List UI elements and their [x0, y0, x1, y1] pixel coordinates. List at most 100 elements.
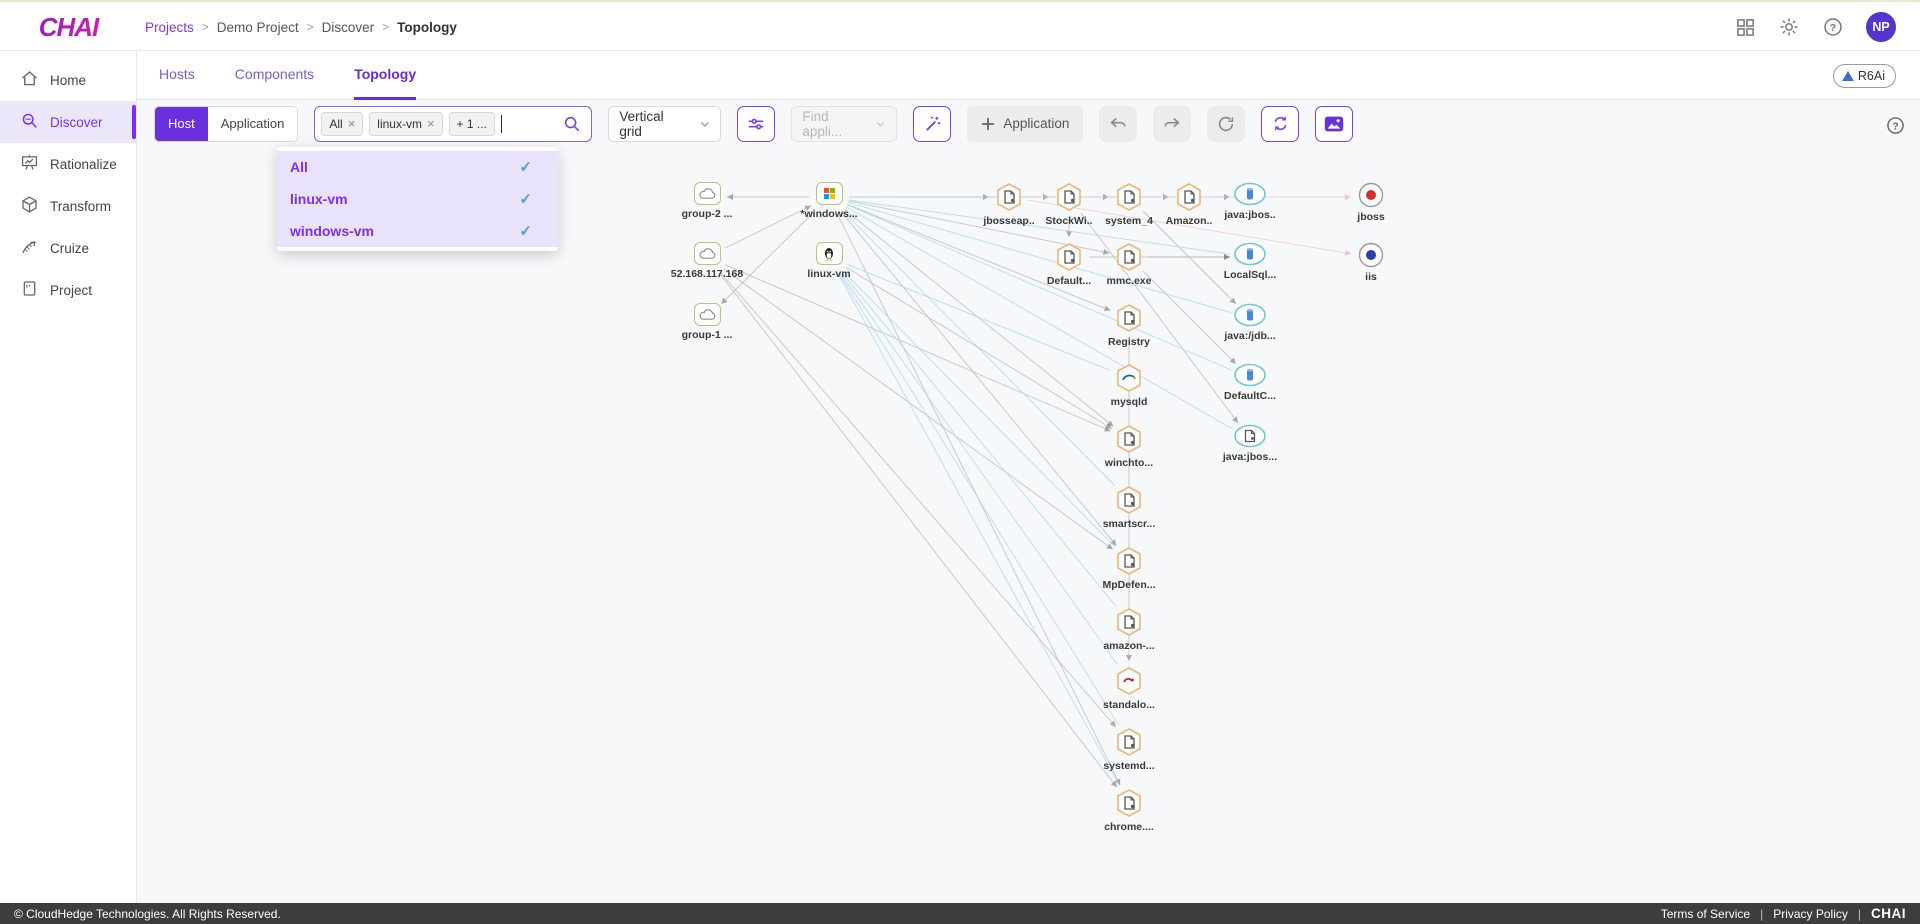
topology-node-mpdefen[interactable]: MpDefen...	[1081, 546, 1177, 591]
dropdown-option-all[interactable]: All✓	[277, 151, 558, 183]
topology-node-label: mmc.exe	[1106, 275, 1152, 287]
topology-node-javajdb[interactable]: java:/jdb...	[1202, 303, 1298, 342]
topology-node-label: mysqld	[1110, 396, 1148, 408]
topology-node-javajbos1[interactable]: java:jbos..	[1202, 182, 1298, 221]
topology-node-mmc[interactable]: mmc.exe	[1081, 242, 1177, 287]
host-mode-button[interactable]: Host	[155, 106, 208, 141]
topology-node-label: linux-vm	[807, 268, 851, 280]
topology-node-amazon2[interactable]: amazon-...	[1081, 607, 1177, 652]
dropdown-option-linux-vm[interactable]: linux-vm ✓	[277, 183, 558, 215]
topology-node-linuxvm[interactable]: linux-vm	[781, 242, 877, 280]
process-doc-icon	[1115, 303, 1143, 333]
footer: © CloudHedge Technologies. All Rights Re…	[0, 903, 1920, 924]
topology-node-system4[interactable]: system_4	[1081, 182, 1177, 227]
topology-node-label: 52.168.117.168	[670, 268, 744, 280]
tab-topology[interactable]: Topology	[354, 51, 417, 100]
topology-edge	[848, 202, 1231, 313]
datasource-cylinder-icon	[1233, 363, 1267, 387]
topology-node-iis[interactable]: iis	[1323, 242, 1419, 283]
topology-node-amazon1[interactable]: Amazon..	[1141, 182, 1237, 227]
sidebar-item-discover[interactable]: Discover	[0, 101, 136, 143]
topology-node-windows[interactable]: *windows...	[781, 182, 877, 220]
dropdown-option-label: linux-vm	[290, 191, 348, 207]
breadcrumb-item[interactable]: Projects	[145, 19, 194, 35]
topology-node-label: group-1 ...	[681, 329, 733, 341]
help-icon[interactable]: ?	[1822, 16, 1844, 38]
settings-gear-icon[interactable]	[1778, 16, 1800, 38]
tab-components[interactable]: Components	[234, 65, 315, 82]
topology-node-default1[interactable]: Default...	[1021, 242, 1117, 287]
topology-node-mysqld[interactable]: mysqld	[1081, 363, 1177, 408]
topology-node-chrome[interactable]: chrome....	[1081, 788, 1177, 833]
topology-node-jbosseap[interactable]: jbosseap..	[961, 182, 1057, 227]
checkmark-icon: ✓	[519, 191, 532, 208]
process-doc-icon	[1115, 242, 1143, 272]
footer-brand: CHAI	[1871, 906, 1906, 921]
host-filter-input[interactable]: All×linux-vm× + 1 ...	[314, 105, 593, 142]
topology-node-defaultc[interactable]: DefaultC...	[1202, 363, 1298, 402]
topology-canvas[interactable]: group-2 ... *windows... jbosseap..StockWi.…	[137, 147, 1920, 903]
search-icon[interactable]	[561, 113, 583, 135]
topology-node-systemd[interactable]: systemd...	[1081, 727, 1177, 772]
footer-separator: |	[1760, 906, 1764, 921]
auto-detect-wand-button[interactable]	[913, 105, 952, 142]
chai-logo[interactable]: CHAI	[0, 12, 137, 43]
r6ai-badge[interactable]: R6Ai	[1832, 64, 1896, 88]
topology-node-stockwi[interactable]: StockWi..	[1021, 182, 1117, 227]
topology-node-jboss[interactable]: jboss	[1323, 182, 1419, 223]
topology-node-javajbos5[interactable]: java:jbos...	[1202, 424, 1298, 463]
main-content: Hosts Components Topology R6Ai Host Applic…	[137, 51, 1920, 903]
topology-node-group1[interactable]: group-1 ...	[659, 303, 755, 341]
top-header: CHAI Projects>Demo Project>Discover>Topo…	[0, 4, 1920, 51]
tab-hosts[interactable]: Hosts	[159, 65, 195, 82]
topology-node-label: java:jbos..	[1224, 209, 1276, 221]
topology-node-label: group-2 ...	[681, 208, 733, 220]
layout-select[interactable]: Vertical grid	[608, 105, 722, 142]
apps-grid-icon[interactable]	[1734, 16, 1756, 38]
process-doc-icon	[1115, 424, 1143, 454]
topology-node-winchto[interactable]: winchto...	[1081, 424, 1177, 469]
chip-remove-icon[interactable]: ×	[426, 116, 435, 131]
topology-node-registry[interactable]: Registry	[1081, 303, 1177, 348]
topology-node-label: jbosseap..	[983, 215, 1035, 227]
add-application-button[interactable]: Application	[967, 105, 1084, 142]
topology-node-standalo[interactable]: standalo...	[1081, 666, 1177, 711]
topology-node-label: MpDefen...	[1102, 579, 1156, 591]
filter-chip[interactable]: linux-vm×	[369, 111, 443, 136]
dropdown-option-label: All	[290, 159, 308, 175]
export-image-button[interactable]	[1315, 105, 1354, 142]
sync-layout-button[interactable]	[1261, 105, 1300, 142]
sidebar-item-label: Transform	[50, 198, 112, 214]
breadcrumb-item[interactable]: Discover	[321, 19, 375, 35]
find-application-select[interactable]: Find appli...	[791, 105, 898, 142]
sidebar-item-home[interactable]: Home	[0, 59, 136, 101]
breadcrumb-item[interactable]: Topology	[397, 19, 457, 35]
sidebar-item-rationalize[interactable]: Rationalize	[0, 143, 136, 185]
filter-chip[interactable]: + 1 ...	[448, 111, 495, 136]
project-clipboard-icon	[20, 279, 39, 301]
topology-node-localsql[interactable]: LocalSql...	[1202, 242, 1298, 281]
footer-link[interactable]: Privacy Policy	[1773, 906, 1848, 921]
graph-settings-button[interactable]	[737, 105, 776, 142]
filter-chip-label: + 1 ...	[456, 116, 487, 131]
topology-node-smartscr[interactable]: smartscr...	[1081, 485, 1177, 530]
mysql-dolphin-icon	[1115, 363, 1143, 393]
application-mode-button[interactable]: Application	[207, 106, 298, 141]
breadcrumb-item[interactable]: Demo Project	[216, 19, 299, 35]
sidebar-item-project[interactable]: Project	[0, 269, 136, 311]
topology-node-ip52[interactable]: 52.168.117.168	[659, 242, 755, 280]
chip-remove-icon[interactable]: ×	[347, 116, 356, 131]
sidebar-item-cruize[interactable]: Cruize	[0, 227, 136, 269]
sidebar-item-transform[interactable]: Transform	[0, 185, 136, 227]
undo-button[interactable]	[1099, 105, 1138, 142]
refresh-button[interactable]	[1207, 105, 1246, 142]
redo-button[interactable]	[1153, 105, 1192, 142]
filter-chip[interactable]: All×	[321, 111, 364, 136]
dropdown-option-windows-vm[interactable]: windows-vm✓	[277, 215, 558, 247]
topology-node-label: iis	[1365, 271, 1377, 283]
topology-node-group2[interactable]: group-2 ...	[659, 182, 755, 220]
user-avatar[interactable]: NP	[1866, 12, 1896, 42]
footer-link[interactable]: Terms of Service	[1660, 906, 1751, 921]
toolbar-help-icon[interactable]: ?	[1884, 114, 1906, 136]
